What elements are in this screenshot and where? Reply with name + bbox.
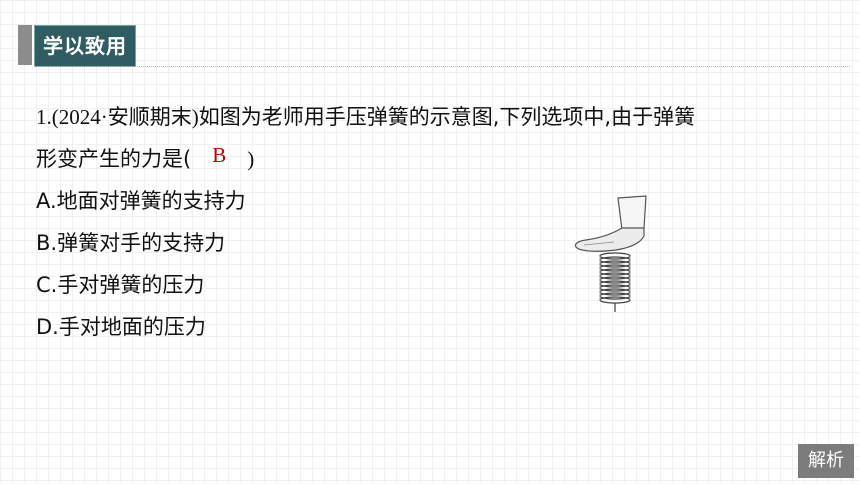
option-c: C.手对弹簧的压力 — [36, 273, 205, 297]
question-line-1: 1.(2024·安顺期末)如图为老师用手压弹簧的示意图,下列选项中,由于弹簧 — [36, 96, 836, 138]
question-line-2: 形变产生的力是( B) — [36, 138, 836, 180]
header-divider — [34, 66, 850, 67]
option-b: B.弹簧对手的支持力 — [36, 231, 226, 255]
question-close-paren: ) — [247, 147, 255, 171]
question-source: 1.(2024·安顺期末) — [36, 105, 199, 129]
question-block: 1.(2024·安顺期末)如图为老师用手压弹簧的示意图,下列选项中,由于弹簧 形… — [36, 96, 836, 348]
question-stem: 如图为老师用手压弹簧的示意图,下列选项中,由于弹簧 — [198, 105, 696, 129]
header-accent-bar — [18, 25, 32, 65]
hand-pressing-spring-icon — [570, 190, 660, 320]
option-a: A.地面对弹簧的支持力 — [36, 189, 246, 213]
option-d: D.手对地面的压力 — [36, 315, 206, 339]
explain-button[interactable]: 解析 — [798, 444, 854, 478]
section-title: 学以致用 — [34, 25, 136, 67]
question-stem-end: 形变产生的力是( — [36, 147, 192, 171]
answer-text: B — [212, 143, 227, 167]
